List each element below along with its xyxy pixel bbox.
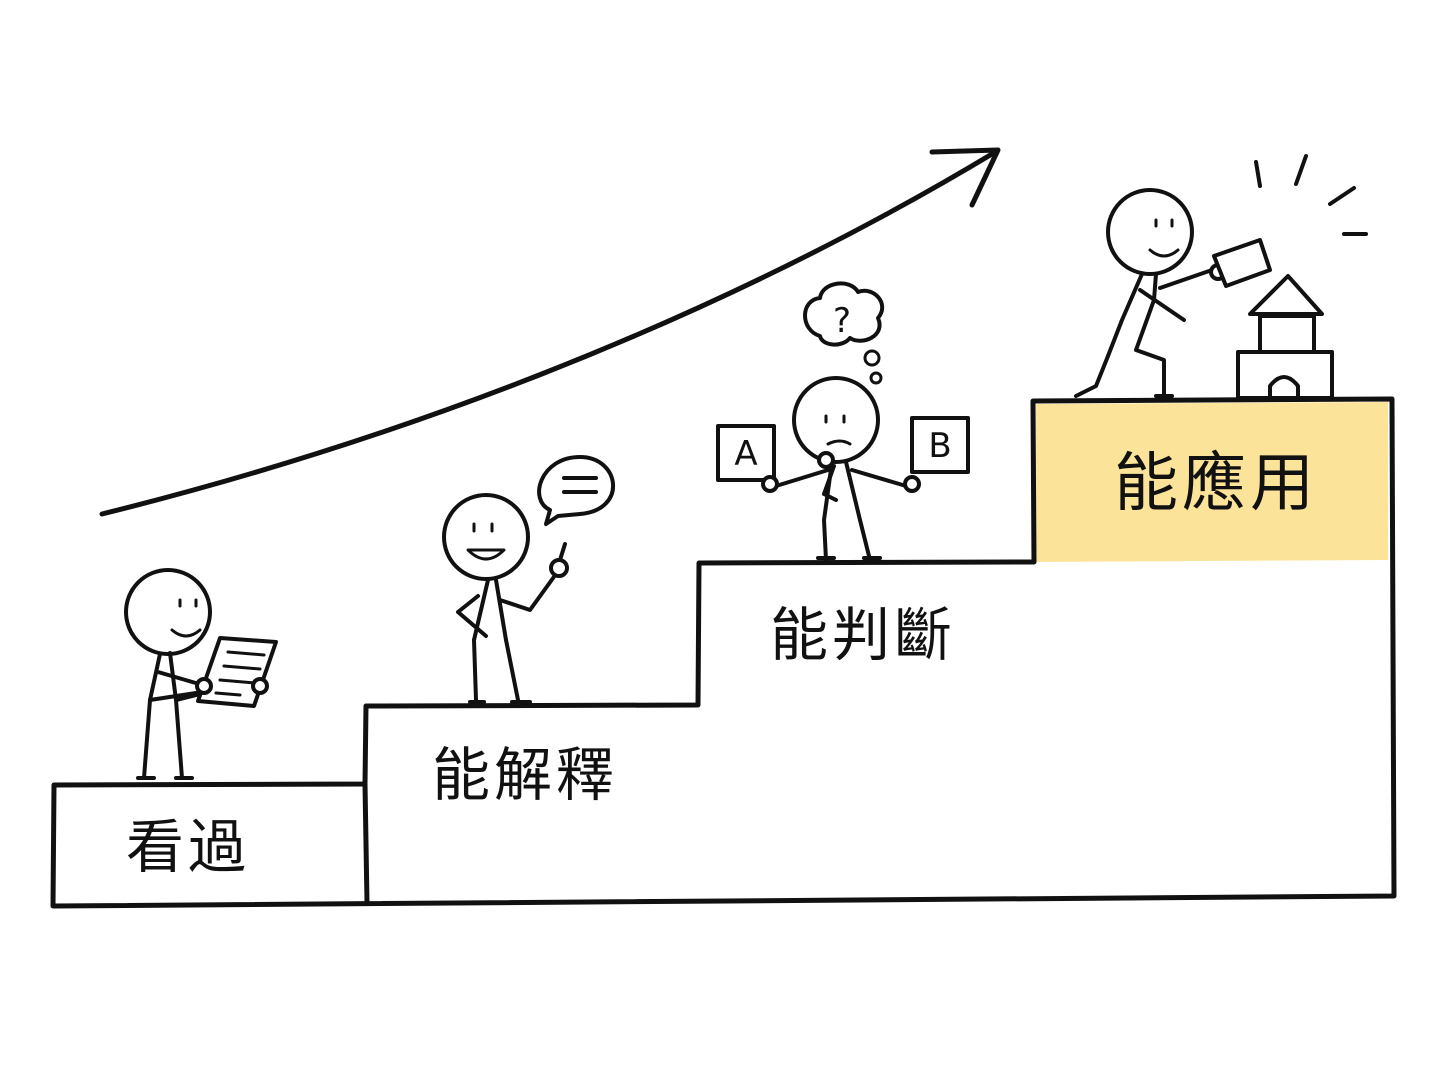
card-b-label: B [928,426,951,466]
step-label-seen: 看過 [126,813,251,881]
thought-question-mark: ? [833,301,851,341]
step-divider-1 [362,781,370,906]
figure-judging [716,281,970,562]
growth-arrow-line [99,148,1000,517]
speech-equals-icon [562,476,598,494]
step-label-explain: 能解釋 [432,741,619,809]
staircase-outline [50,396,1397,909]
apply-step-highlight [1036,402,1388,562]
figure-building [1074,154,1368,400]
figure-reading [124,568,278,780]
card-a-label: A [734,434,757,474]
step-label-judge: 能判斷 [770,601,957,669]
step-label-apply: 能應用 [1114,447,1318,521]
growth-arrow-head [929,147,1001,208]
